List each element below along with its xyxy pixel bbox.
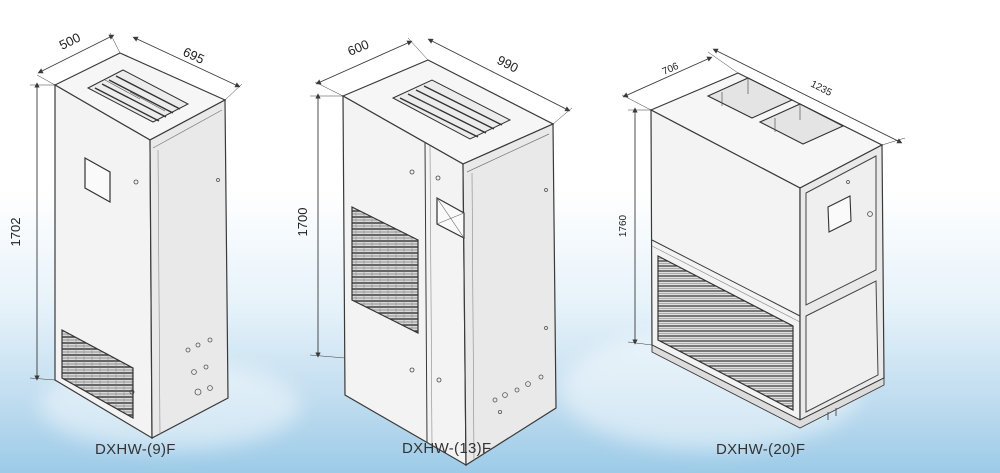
- unit-2-depth-label: 990: [495, 52, 521, 75]
- unit-2-height-label: 1700: [295, 208, 310, 237]
- unit-1-front-grille-icon: [61, 328, 134, 420]
- unit-1-dimension-lines: [29, 32, 243, 381]
- unit-3-dimension-lines: [621, 48, 906, 346]
- unit-3-width-label: 706: [661, 61, 681, 78]
- unit-1-height-label: 1702: [8, 218, 23, 247]
- unit-2-front-grille-icon: [351, 206, 419, 334]
- unit-1-side-ports-icon: [185, 337, 213, 396]
- unit-1-width-label: 500: [57, 30, 83, 53]
- unit-2-model-caption: DXHW-(13)F: [402, 440, 492, 457]
- unit-3-display-window: [827, 195, 852, 233]
- unit-2-drawing: [309, 37, 573, 467]
- unit-3-base: [651, 344, 885, 429]
- unit-3-drawing: [621, 48, 906, 429]
- unit-1-display-window: [84, 156, 111, 204]
- unit-3-model-caption: DXHW-(20)F: [716, 441, 806, 458]
- unit-1-side-face: [149, 99, 229, 439]
- unit-1-model-caption: DXHW-(9)F: [95, 441, 176, 458]
- unit-2-dimension-lines: [309, 37, 573, 359]
- unit-1-top-grille-icon: [86, 69, 190, 123]
- unit-2-side-face: [462, 123, 557, 467]
- unit-2-width-label: 600: [345, 36, 371, 58]
- unit-1-depth-label: 695: [181, 44, 207, 67]
- unit-3-front-grille-icon: [657, 255, 794, 411]
- unit-3-height-label: 1760: [618, 214, 629, 237]
- unit-3-depth-label: 1235: [809, 79, 834, 99]
- unit-1-drawing: [29, 32, 243, 440]
- unit-2-side-ports-icon: [492, 374, 544, 414]
